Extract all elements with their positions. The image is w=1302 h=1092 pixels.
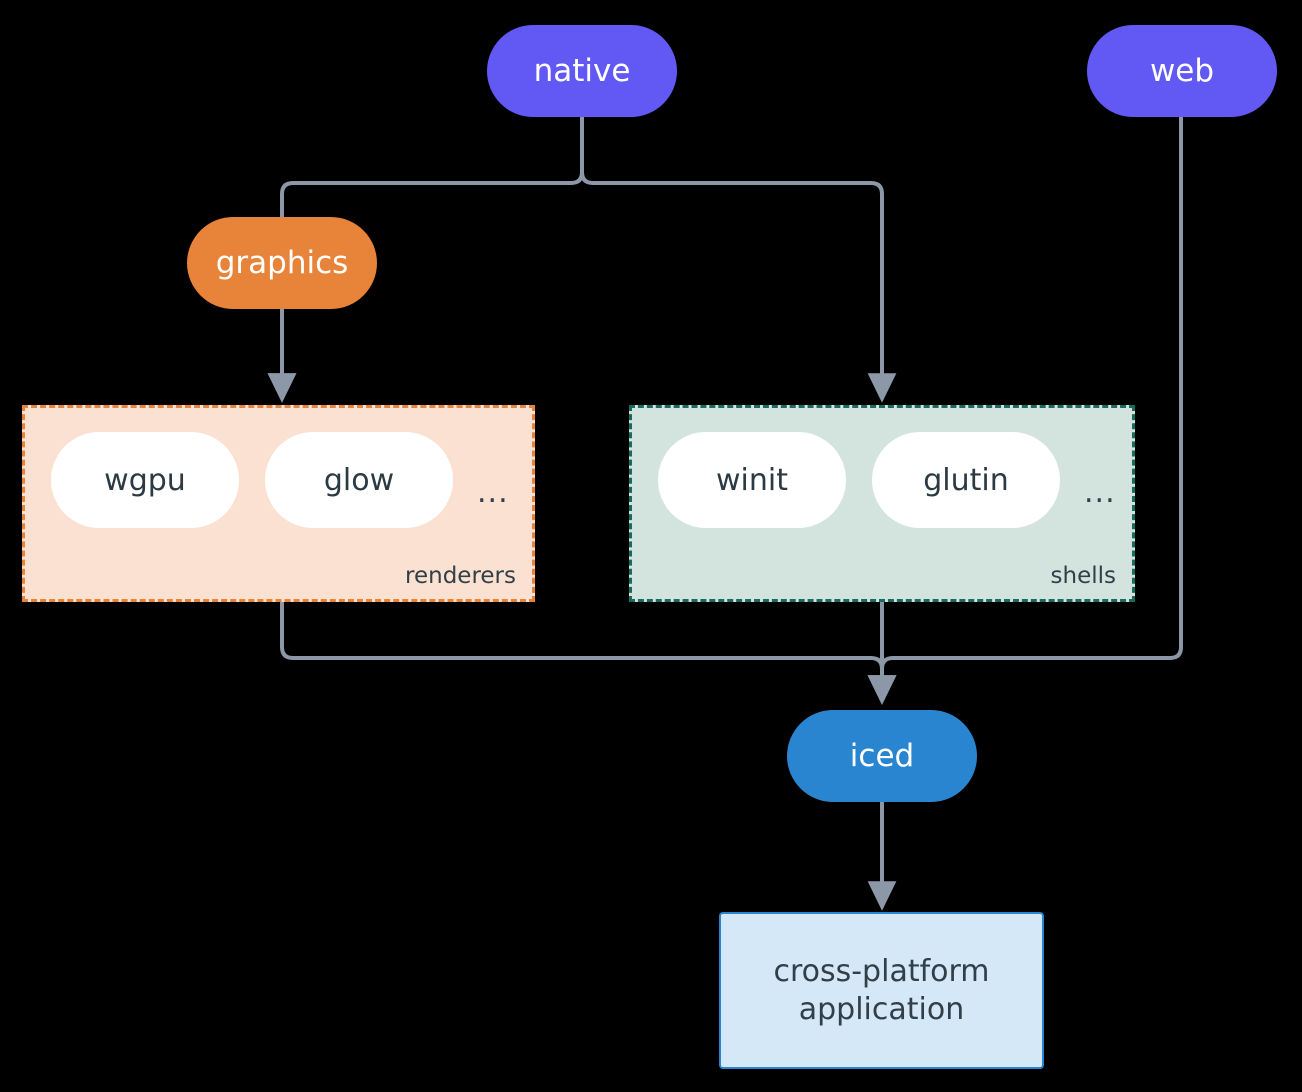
node-graphics[interactable]: graphics bbox=[187, 217, 377, 309]
leaf-glow-label: glow bbox=[323, 462, 395, 498]
group-shells-label: shells bbox=[1050, 563, 1116, 589]
leaf-glutin[interactable]: glutin bbox=[872, 432, 1060, 528]
node-application-line1: cross-platform bbox=[773, 954, 990, 989]
node-graphics-label: graphics bbox=[215, 244, 349, 281]
node-application[interactable]: cross-platform application bbox=[719, 912, 1044, 1069]
group-renderers: wgpu glow ... renderers bbox=[22, 405, 535, 602]
group-renderers-label: renderers bbox=[405, 563, 516, 589]
node-native[interactable]: native bbox=[487, 25, 677, 117]
node-iced[interactable]: iced bbox=[787, 710, 977, 802]
leaf-wgpu-label: wgpu bbox=[104, 462, 186, 498]
node-application-line2: application bbox=[798, 991, 965, 1027]
node-web-label: web bbox=[1149, 52, 1215, 89]
shells-more-ellipsis: ... bbox=[1084, 475, 1116, 510]
group-shells: winit glutin ... shells bbox=[629, 405, 1135, 602]
leaf-winit[interactable]: winit bbox=[658, 432, 846, 528]
edge-native-to-shells bbox=[580, 112, 897, 403]
renderers-more-ellipsis: ... bbox=[477, 475, 509, 510]
leaf-winit-label: winit bbox=[716, 462, 788, 498]
node-native-label: native bbox=[533, 52, 631, 89]
leaf-glutin-label: glutin bbox=[923, 462, 1009, 498]
node-iced-label: iced bbox=[849, 737, 915, 774]
leaf-wgpu[interactable]: wgpu bbox=[51, 432, 239, 528]
leaf-glow[interactable]: glow bbox=[265, 432, 453, 528]
node-web[interactable]: web bbox=[1087, 25, 1277, 117]
edge-renderers-to-iced bbox=[280, 602, 897, 705]
